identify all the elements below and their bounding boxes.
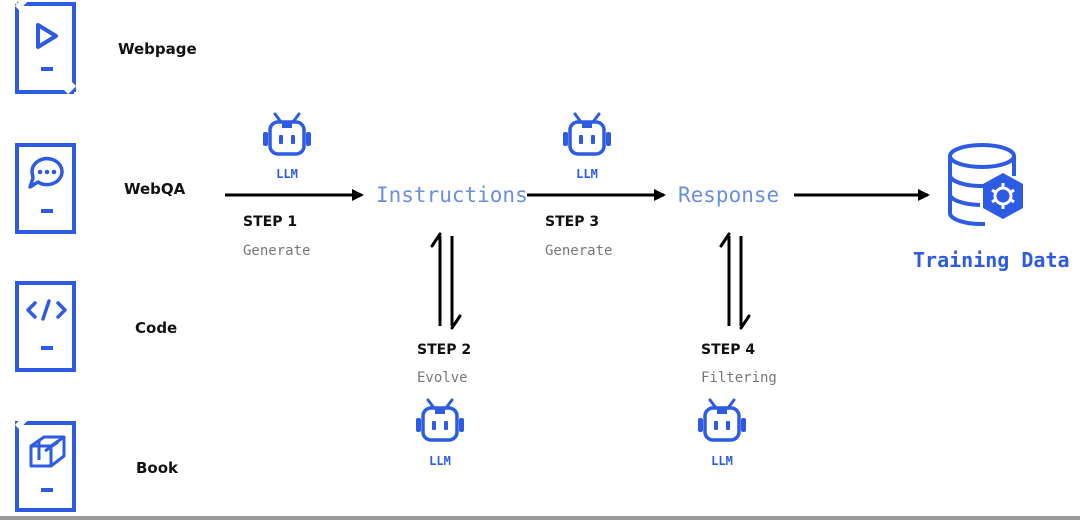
llm-label-step1: LLM bbox=[276, 167, 298, 181]
play-icon bbox=[36, 23, 58, 49]
arrow-step2-cycle bbox=[430, 232, 462, 330]
database-icon bbox=[947, 143, 1016, 227]
cube-icon bbox=[29, 435, 66, 468]
llm-label-step2: LLM bbox=[429, 454, 451, 468]
robot-icon-step3 bbox=[561, 112, 613, 156]
step-1-title: STEP 1 bbox=[243, 214, 298, 230]
node-training-data: Training Data bbox=[913, 248, 1070, 272]
source-code-device bbox=[15, 281, 76, 372]
llm-label-step3: LLM bbox=[576, 167, 598, 181]
llm-label-step4: LLM bbox=[711, 454, 733, 468]
source-webpage-device bbox=[14, 0, 77, 95]
code-icon bbox=[26, 299, 67, 321]
step-4-sub: Filtering bbox=[701, 370, 777, 386]
step-3-sub: Generate bbox=[545, 243, 613, 259]
node-instructions: Instructions bbox=[376, 183, 528, 207]
step-2-sub: Evolve bbox=[417, 370, 468, 386]
arrow-step4-cycle bbox=[719, 232, 751, 330]
node-response: Response bbox=[678, 183, 780, 207]
step-2-title: STEP 2 bbox=[417, 342, 472, 358]
source-label-code: Code bbox=[135, 319, 178, 337]
robot-icon-step4 bbox=[696, 398, 748, 442]
step-1-sub: Generate bbox=[243, 243, 311, 259]
gear-hex-icon bbox=[983, 173, 1023, 219]
bottom-border bbox=[0, 516, 1080, 520]
source-label-webpage: Webpage bbox=[118, 40, 197, 58]
robot-icon-step2 bbox=[414, 398, 466, 442]
source-label-webqa: WebQA bbox=[124, 180, 186, 198]
step-3-title: STEP 3 bbox=[545, 214, 600, 230]
chat-bubble-icon bbox=[28, 156, 64, 189]
source-webqa-device bbox=[15, 143, 76, 234]
step-4-title: STEP 4 bbox=[701, 342, 756, 358]
robot-icon-step1 bbox=[261, 112, 313, 156]
source-book-device bbox=[14, 416, 76, 512]
source-label-book: Book bbox=[136, 459, 179, 477]
